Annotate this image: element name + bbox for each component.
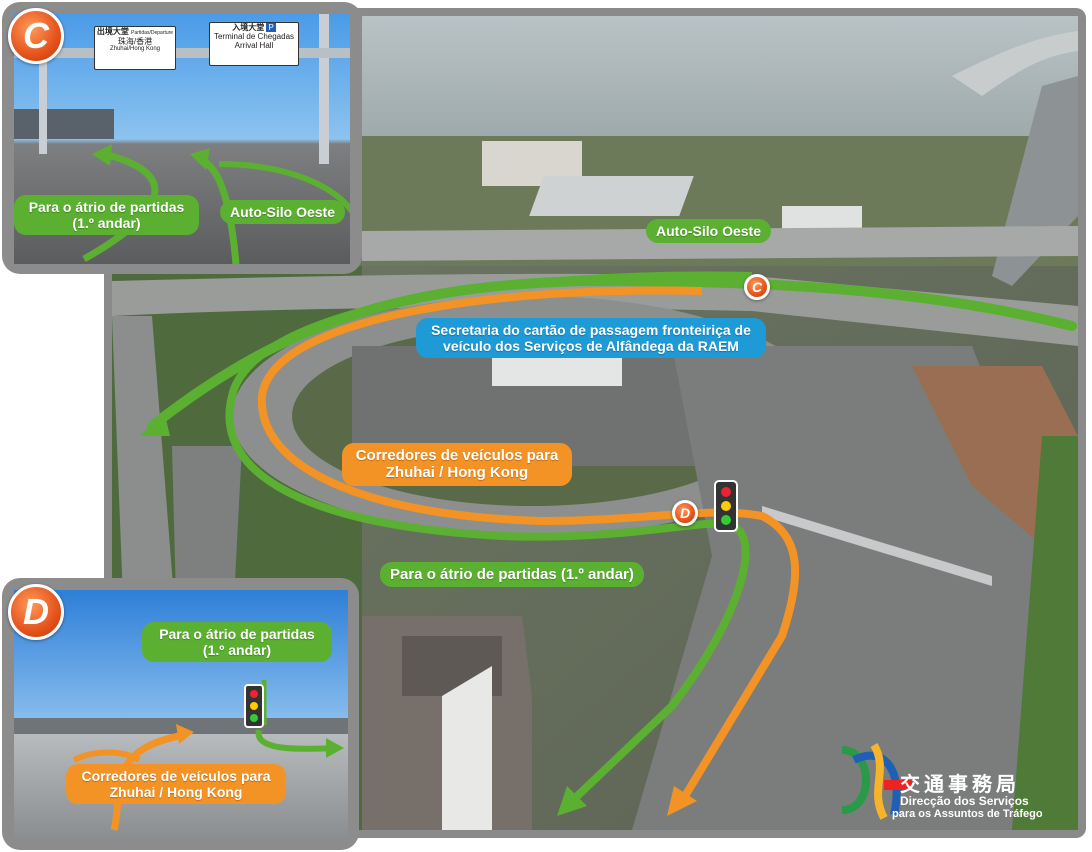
dsat-logo-icon xyxy=(834,740,914,820)
logo-name-zh: 交通事務局 xyxy=(900,774,1020,796)
inset-d-corredores-label: Corredores de veículos para Zhuhai / Hon… xyxy=(66,764,286,805)
inset-c-auto-silo-label: Auto-Silo Oeste xyxy=(220,200,346,225)
auto-silo-oeste-label: Auto-Silo Oeste xyxy=(646,219,772,244)
inset-d: D Para o átrio de partidas (1.º andar) C… xyxy=(2,578,359,850)
atrio-label: Para o átrio de partidas (1.º andar) xyxy=(380,562,644,588)
departure-title-pt: Partidas/Departure xyxy=(131,30,174,36)
logo-line2: para os Assuntos de Tráfego xyxy=(892,808,1043,820)
arrival-title-zh: 入境大堂 xyxy=(232,23,265,32)
arrival-line1: Terminal de Chegadas xyxy=(213,32,295,42)
arrival-sign: 入境大堂 P Terminal de Chegadas Arrival Hall xyxy=(209,22,299,66)
traffic-light-icon xyxy=(714,480,738,532)
orange-route-arrow xyxy=(257,286,800,816)
departure-title-zh: 出境大堂 xyxy=(96,27,129,36)
secretaria-label: Secretaria do cartão de passagem frontei… xyxy=(416,318,766,359)
inset-d-atrio-label: Para o átrio de partidas (1.º andar) xyxy=(142,622,332,663)
inset-d-traffic-light-icon xyxy=(244,684,264,728)
arrival-line2: Arrival Hall xyxy=(234,41,274,51)
marker-c: C xyxy=(744,274,770,300)
inset-c-atrio-label: Para o átrio de partidas (1.º andar) xyxy=(14,195,199,236)
inset-d-badge: D xyxy=(8,584,64,640)
departure-dest-zh: 珠海/香港 xyxy=(117,36,153,46)
corredores-label: Corredores de veículos para Zhuhai / Hon… xyxy=(342,443,572,486)
inset-c: C 出境大堂 Partidas/Departure 珠海/香港 Zhuhai/H… xyxy=(2,2,362,274)
parking-icon: P xyxy=(266,23,276,32)
departure-dest-pt: Zhuhai/Hong Kong xyxy=(109,45,161,52)
departure-sign: 出境大堂 Partidas/Departure 珠海/香港 Zhuhai/Hon… xyxy=(94,26,176,70)
green-route-arrow xyxy=(140,271,1077,816)
logo-line1: Direcção dos Serviços xyxy=(900,794,1029,808)
inset-c-badge: C xyxy=(8,8,64,64)
marker-d: D xyxy=(672,500,698,526)
